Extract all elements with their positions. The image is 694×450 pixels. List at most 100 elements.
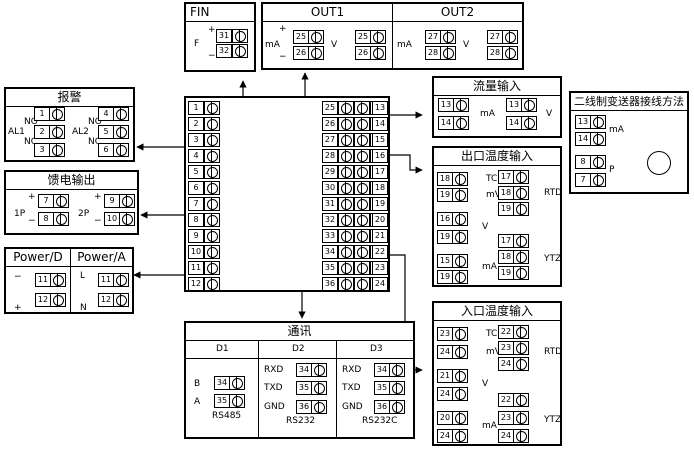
terminal-19: 19 xyxy=(437,188,453,202)
terminal-2: 2 xyxy=(34,125,50,139)
terminal-24: 24 xyxy=(372,277,388,291)
out1-v-label: V xyxy=(331,40,338,50)
screw-terminal xyxy=(354,277,370,291)
terminal-16: 16 xyxy=(372,149,388,163)
terminal-23: 23 xyxy=(498,411,514,425)
screw-terminal xyxy=(590,155,606,169)
no-label: NO xyxy=(24,117,38,127)
terminal-8: 8 xyxy=(38,212,54,226)
terminal-34: 34 xyxy=(374,363,390,377)
screw-terminal xyxy=(389,381,405,395)
screw-terminal xyxy=(452,429,468,443)
power-d-title: Power/D xyxy=(6,249,71,267)
terminal-16: 16 xyxy=(437,212,453,226)
screw-terminal xyxy=(204,117,220,131)
outlet-title: 出口温度输入 xyxy=(434,148,560,166)
terminal-35: 35 xyxy=(214,394,230,408)
screw-terminal xyxy=(338,277,354,291)
screw-terminal xyxy=(49,125,65,139)
inlet-title: 入口温度输入 xyxy=(434,303,560,321)
screw-terminal xyxy=(53,194,69,208)
terminal-36: 36 xyxy=(322,277,338,291)
divider xyxy=(70,266,71,312)
two-wire-title: 二线制变送器接线方法 xyxy=(571,93,687,111)
rxd-label: RXD xyxy=(342,365,362,375)
terminal-6: 6 xyxy=(98,143,114,157)
screw-terminal xyxy=(590,132,606,146)
terminal-22: 22 xyxy=(498,393,514,407)
terminal-34: 34 xyxy=(322,245,338,259)
feed-plus: + xyxy=(28,192,36,202)
terminal-31: 31 xyxy=(216,29,232,43)
feed-2p-label: 2P xyxy=(78,209,90,219)
out2-v-label: V xyxy=(463,40,470,50)
terminal-21: 21 xyxy=(437,369,453,383)
terminal-10: 10 xyxy=(104,212,120,226)
screw-terminal xyxy=(113,107,129,121)
gnd-label: GND xyxy=(264,402,285,412)
screw-terminal xyxy=(370,46,386,60)
terminal-18: 18 xyxy=(498,250,514,264)
screw-terminal xyxy=(311,381,327,395)
power-box: Power/D Power/A − + 11 12 L N 11 12 xyxy=(4,247,134,314)
screw-terminal xyxy=(502,30,518,44)
screw-terminal xyxy=(354,165,370,179)
terminal-7: 7 xyxy=(38,194,54,208)
terminal-23: 23 xyxy=(437,327,453,341)
screw-terminal xyxy=(440,46,456,60)
screw-terminal xyxy=(513,341,529,355)
screw-terminal xyxy=(354,181,370,195)
screw-terminal xyxy=(113,293,129,307)
terminal-30: 30 xyxy=(322,181,338,195)
feed-1p-label: 1P xyxy=(14,209,26,219)
ma-label: mA xyxy=(482,262,497,272)
screw-terminal xyxy=(513,202,529,216)
flow-v-label: V xyxy=(546,109,553,119)
terminal-35: 35 xyxy=(374,381,390,395)
terminal-20: 20 xyxy=(437,411,453,425)
terminal-24: 24 xyxy=(437,387,453,401)
power-n-label: N xyxy=(80,303,87,313)
power-a-title: Power/A xyxy=(71,249,132,267)
screw-terminal xyxy=(204,181,220,195)
terminal-24: 24 xyxy=(437,429,453,443)
terminal-28: 28 xyxy=(425,46,441,60)
screw-terminal xyxy=(204,197,220,211)
screw-terminal xyxy=(229,394,245,408)
terminal-22: 22 xyxy=(498,325,514,339)
terminal-32: 32 xyxy=(322,213,338,227)
terminal-13: 13 xyxy=(575,115,591,129)
screw-terminal xyxy=(308,30,324,44)
screw-terminal xyxy=(370,30,386,44)
screw-terminal xyxy=(354,101,370,115)
terminal-15: 15 xyxy=(437,254,453,268)
screw-terminal xyxy=(440,30,456,44)
screw-terminal xyxy=(204,229,220,243)
screw-terminal xyxy=(354,261,370,275)
screw-terminal xyxy=(590,115,606,129)
screw-terminal xyxy=(50,293,66,307)
divider xyxy=(336,340,337,437)
terminal-18: 18 xyxy=(437,172,453,186)
terminal-6: 6 xyxy=(188,181,204,195)
mv-label: mV xyxy=(486,190,501,200)
terminal-25: 25 xyxy=(322,101,338,115)
terminal-24: 24 xyxy=(437,345,453,359)
divider xyxy=(258,340,259,437)
screw-terminal xyxy=(513,357,529,371)
screw-terminal xyxy=(513,234,529,248)
feed-minus: − xyxy=(94,216,102,226)
fin-minus: − xyxy=(208,51,216,61)
terminal-11: 11 xyxy=(188,261,204,275)
divider xyxy=(392,21,393,68)
screw-terminal xyxy=(49,143,65,157)
terminal-4: 4 xyxy=(98,107,114,121)
screw-terminal xyxy=(204,261,220,275)
fin-plus: + xyxy=(208,25,216,35)
terminal-19: 19 xyxy=(437,230,453,244)
terminal-19: 19 xyxy=(498,266,514,280)
terminal-24: 24 xyxy=(498,357,514,371)
screw-terminal xyxy=(521,98,537,112)
al2-label: AL2 xyxy=(72,127,89,137)
screw-terminal xyxy=(113,143,129,157)
